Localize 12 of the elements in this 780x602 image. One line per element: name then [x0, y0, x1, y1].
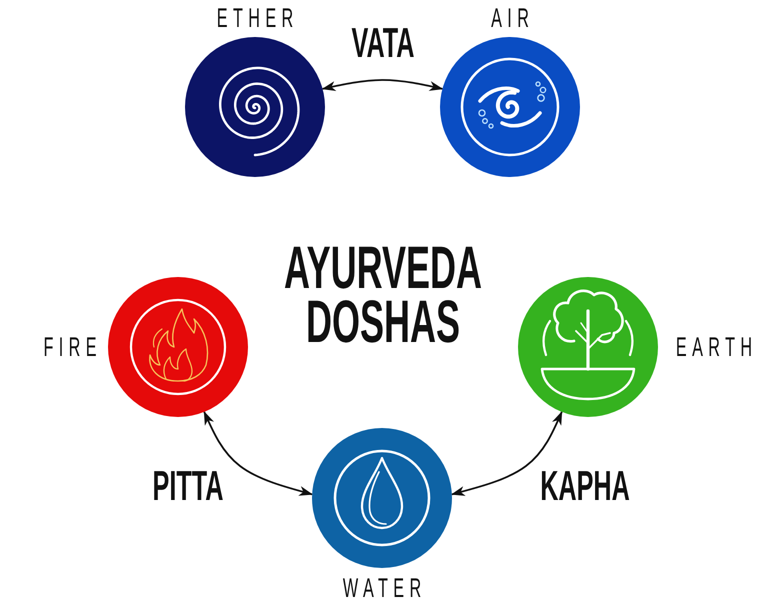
edge-label: VATA [352, 26, 414, 60]
element-label: FIRE [42, 336, 102, 358]
title: AYURVEDA DOSHAS [282, 241, 484, 349]
element-label: WATER [342, 577, 427, 599]
element-label: ETHER [216, 7, 299, 29]
curved-double-arrow [203, 411, 314, 496]
element-label: AIR [490, 7, 534, 29]
curved-double-arrow [450, 410, 563, 496]
edge-label: PITTA [152, 469, 224, 503]
curved-double-arrow [322, 79, 444, 91]
edge-label: KAPHA [540, 469, 630, 503]
element-label: EARTH [674, 336, 758, 358]
